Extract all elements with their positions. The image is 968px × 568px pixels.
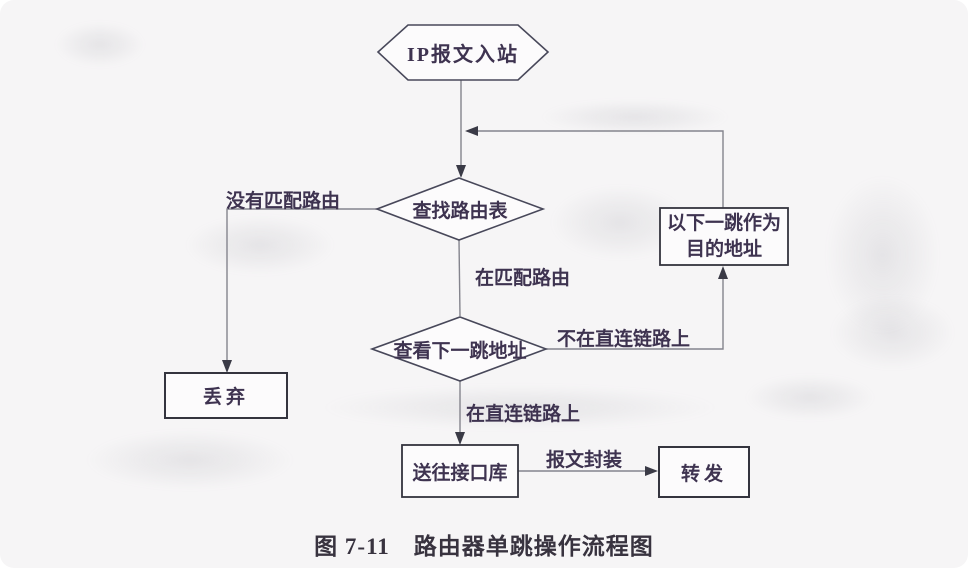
arrowhead-down-lookup [456, 165, 466, 178]
send-interface-node-label: 送往接口库 [412, 462, 508, 484]
edge-label-no-match: 没有匹配路由 [226, 191, 341, 212]
arrowhead-up-use-nexthop [718, 266, 728, 279]
arrowhead-down-discard [222, 360, 232, 373]
lookup-node-label: 查找路由表 [412, 200, 508, 222]
send-interface-rect [401, 444, 519, 498]
edge-check-use-nexthop [546, 271, 724, 350]
start-hexagon [376, 24, 550, 81]
discard-rect [164, 372, 288, 419]
forward-node-label: 转发 [680, 463, 727, 485]
use-nexthop-label-line2: 目的地址 [685, 238, 762, 260]
edge-lookup-check [458, 239, 461, 317]
forward-rect [658, 446, 750, 498]
edge-label-match: 在匹配路由 [475, 268, 571, 289]
start-node-label: IP报文入站 [407, 43, 519, 66]
lookup-diamond [374, 177, 546, 241]
use-nexthop-node-label: 以下一跳作为 目的地址 [660, 208, 788, 265]
figure-caption: 图 7-11 路由器单跳操作流程图 [314, 534, 654, 559]
edge-label-direct: 在直连链路上 [466, 404, 581, 425]
arrowhead-down-send [455, 432, 465, 445]
arrowhead-left-loop [465, 126, 478, 136]
edge-use-nexthop-loop [470, 130, 724, 208]
edge-label-not-direct: 不在直连链路上 [557, 329, 691, 350]
arrowhead-right-forward [645, 466, 658, 476]
use-nexthop-rect [659, 207, 789, 266]
use-nexthop-label-line1: 以下一跳作为 [666, 212, 781, 234]
discard-node-label: 丢弃 [202, 387, 249, 408]
check-nexthop-diamond [369, 316, 549, 382]
check-nexthop-node-label: 查看下一跳地址 [393, 340, 527, 362]
edge-label-encapsulate: 报文封装 [546, 450, 623, 471]
edge-lookup-discard [226, 208, 377, 369]
